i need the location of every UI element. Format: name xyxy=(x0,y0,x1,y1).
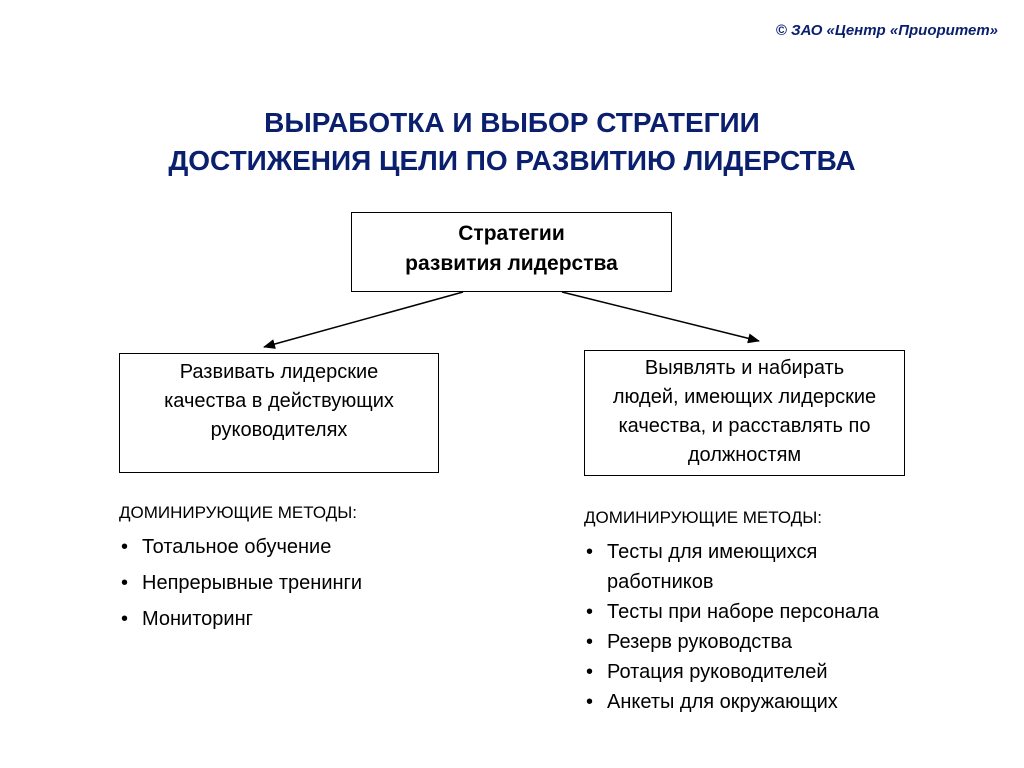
left-methods-section: ДОМИНИРУЮЩИЕ МЕТОДЫ: •Тотальное обучение… xyxy=(119,500,559,640)
arrow-to-right-box xyxy=(561,291,760,344)
root-box-line-2: развития лидерства xyxy=(405,252,618,275)
bullet-icon: • xyxy=(586,661,594,683)
arrow-to-left-box xyxy=(263,291,464,349)
left-methods-list: •Тотальное обучение •Непрерывные тренинг… xyxy=(119,532,559,634)
right-methods-list: •Тесты для имеющихся работников •Тесты п… xyxy=(584,537,1004,717)
bullet-icon: • xyxy=(586,631,594,653)
page-title: ВЫРАБОТКА И ВЫБОР СТРАТЕГИИ ДОСТИЖЕНИЯ Ц… xyxy=(0,104,1024,180)
bullet-icon: • xyxy=(586,601,594,623)
right-methods-section: ДОМИНИРУЮЩИЕ МЕТОДЫ: •Тесты для имеющихс… xyxy=(584,505,1004,717)
list-item: •Тесты для имеющихся работников xyxy=(584,537,1004,597)
right-box-line: должностям xyxy=(687,444,802,466)
list-item: •Мониторинг xyxy=(119,604,559,634)
methods-heading: ДОМИНИРУЮЩИЕ МЕТОДЫ: xyxy=(119,503,358,522)
bullet-icon: • xyxy=(121,572,129,594)
left-box-line: руководителях xyxy=(210,419,348,441)
list-item: •Тесты при наборе персонала xyxy=(584,597,1004,627)
title-line-1: ВЫРАБОТКА И ВЫБОР СТРАТЕГИИ xyxy=(264,107,760,138)
bullet-icon: • xyxy=(121,608,129,630)
root-strategy-box: Стратегии развития лидерства xyxy=(351,212,672,292)
left-box-line: Развивать лидерские xyxy=(179,361,379,383)
bullet-icon: • xyxy=(586,541,594,563)
copyright-label: © ЗАО «Центр «Приоритет» xyxy=(776,22,998,39)
left-box-line: качества в действующих xyxy=(164,390,394,412)
list-item: •Анкеты для окружающих xyxy=(584,687,1004,717)
bullet-icon: • xyxy=(121,536,129,558)
copyright-icon: © xyxy=(775,22,787,39)
title-line-2: ДОСТИЖЕНИЯ ЦЕЛИ ПО РАЗВИТИЮ ЛИДЕРСТВА xyxy=(168,145,856,176)
right-box-line: людей, имеющих лидерские xyxy=(612,386,877,408)
list-item: •Непрерывные тренинги xyxy=(119,568,559,598)
bullet-icon: • xyxy=(586,691,594,713)
copyright-text: ЗАО «Центр «Приоритет» xyxy=(790,22,998,39)
root-box-line-1: Стратегии xyxy=(458,222,565,245)
list-item: •Резерв руководства xyxy=(584,627,1004,657)
list-item: •Ротация руководителей xyxy=(584,657,1004,687)
right-box-line: качества, и расставлять по xyxy=(618,415,871,437)
list-item: •Тотальное обучение xyxy=(119,532,559,562)
methods-heading: ДОМИНИРУЮЩИЕ МЕТОДЫ: xyxy=(584,508,823,527)
right-box-line: Выявлять и набирать xyxy=(644,357,845,379)
recruit-leaders-box: Выявлять и набирать людей, имеющих лидер… xyxy=(584,350,905,476)
develop-leaders-box: Развивать лидерские качества в действующ… xyxy=(119,353,439,473)
